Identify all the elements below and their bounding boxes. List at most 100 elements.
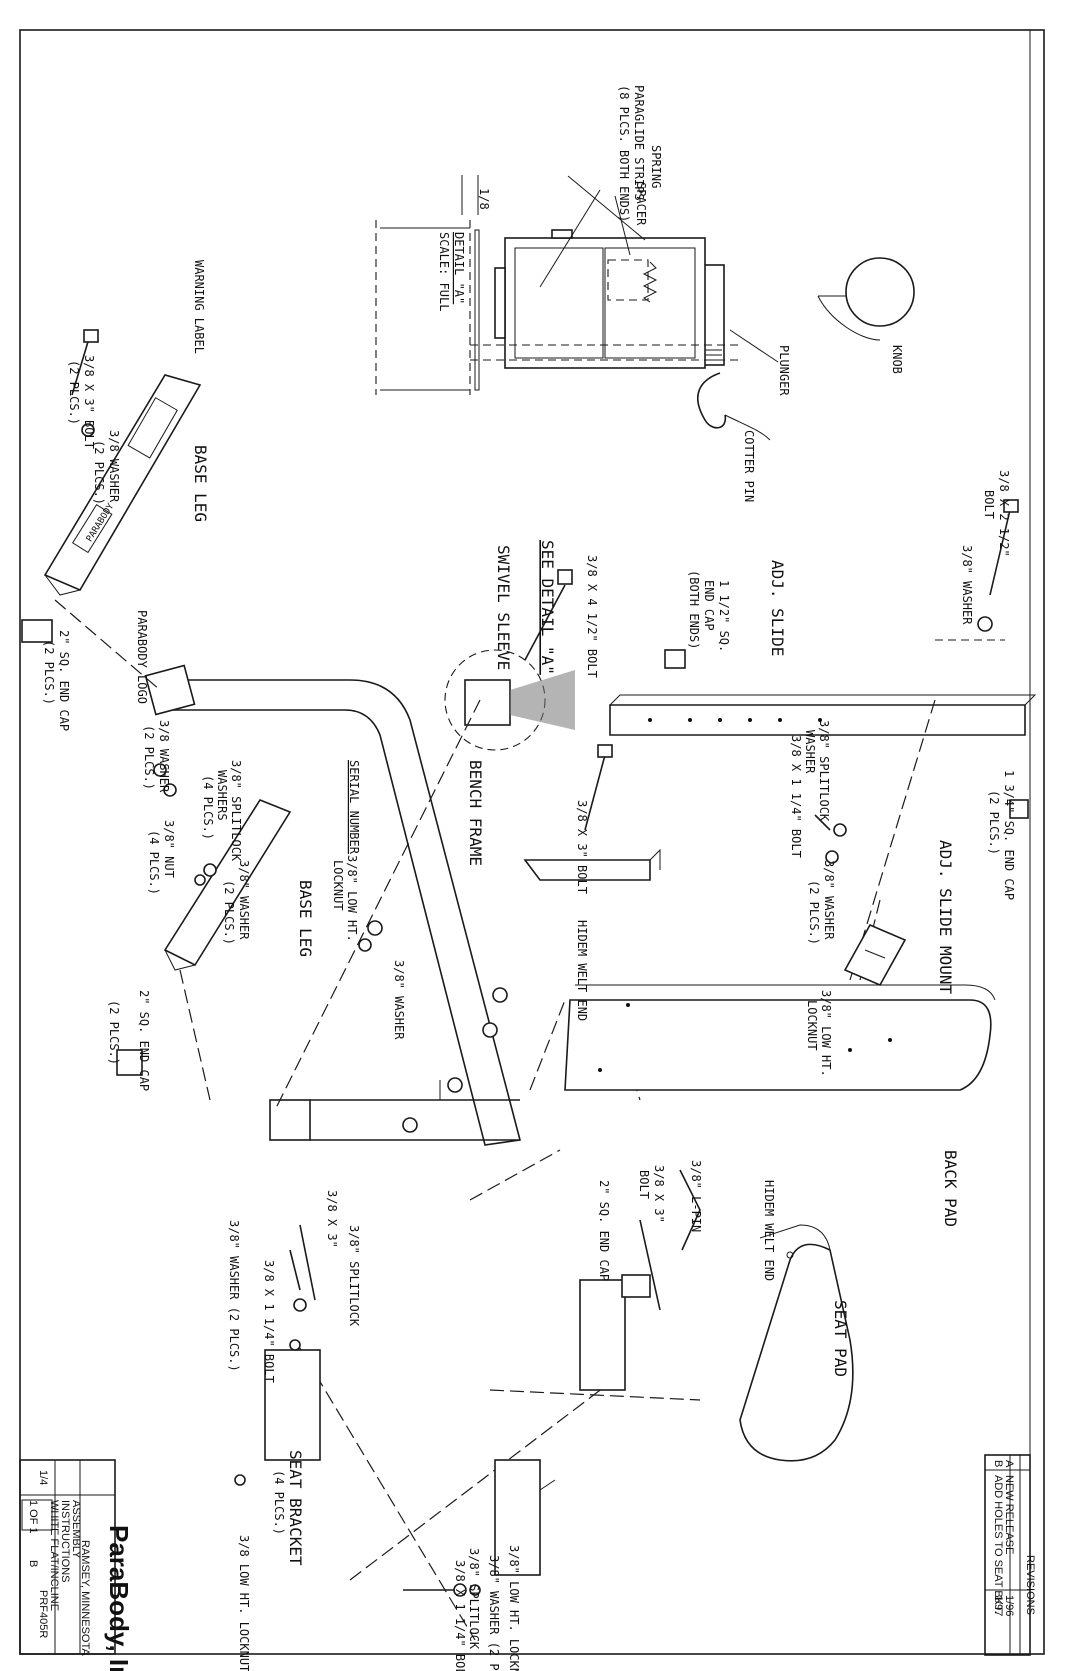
label-bolt-4-1-2: 3/8 X 4 1/2" BOLT <box>585 555 599 678</box>
label-nut: 3/8" NUT <box>162 820 176 878</box>
seat-bracket-2 <box>579 1279 626 1391</box>
label-bolt-3-plcs: (2 PLCS.) <box>67 360 81 425</box>
paraglide-shading <box>510 670 575 730</box>
label-washer-seat-2: 3/8" WASHER (2 PLCS.) <box>227 1220 241 1372</box>
label-hidem-1: HIDEM WELT END <box>575 920 589 1021</box>
label-washer-frame: 3/8 WASHER <box>157 720 171 793</box>
back-pad-body <box>564 999 992 1091</box>
label-base-leg-right: BASE LEG <box>296 880 315 957</box>
paraglide-strip-top <box>551 229 573 239</box>
label-adj-slide-mount: ADJ. SLIDE MOUNT <box>936 840 955 994</box>
adj-slide-group <box>609 499 1037 819</box>
label-detail-scale: SCALE: FULL <box>437 232 451 311</box>
spring <box>642 261 658 303</box>
label-hidem-2: HIDEM WELT END <box>762 1180 776 1281</box>
end-cap-2-left <box>21 619 53 643</box>
company-name: ParaBody, Inc. <box>104 1525 134 1671</box>
label-see-detail: SEE DETAIL "A" <box>538 540 557 675</box>
bolt-2-1-2 <box>989 499 1019 596</box>
label-washers-plcs: (4 PLCS.) <box>201 775 215 840</box>
frame-plate-top <box>144 664 196 716</box>
label-plunger: PLUNGER <box>777 345 791 396</box>
label-paraglide-note: (8 PLCS. BOTH ENDS) <box>617 85 631 222</box>
detail-a <box>375 175 915 441</box>
rev-b-date: 1/97 <box>992 1595 1004 1616</box>
label-bolt-3: 3/8 X 3" BOLT <box>82 355 96 449</box>
swivel-sleeve-group <box>444 569 575 751</box>
swivel-sleeve <box>464 679 511 726</box>
label-nut-plcs: (4 PLCS.) <box>147 830 161 895</box>
bench-frame <box>116 664 522 1146</box>
bolt-4-1-2 <box>524 584 566 661</box>
label-end-cap-2-plcs: (2 PLCS.) <box>42 640 56 705</box>
knob <box>845 257 915 327</box>
end-cap-1-3-4 <box>1009 799 1029 819</box>
label-low-ht-2: 3/8" LOW HT. <box>819 990 833 1077</box>
sheet-number: 1 OF 1 <box>27 1500 39 1534</box>
label-washer-frame-2: 3/8" WASHER <box>392 960 406 1040</box>
adj-slide-mount <box>843 923 907 987</box>
drawing-rev: B <box>27 1560 39 1567</box>
rev-a-description: NEW RELEASE <box>1003 1475 1015 1554</box>
label-detail: DETAIL "A" <box>452 232 466 304</box>
title-block: ParaBody, Inc. RAMSEY, MINNESOTA ASSEMBL… <box>19 1459 134 1671</box>
label-serial: SERIAL NUMBER <box>347 760 361 855</box>
seat-bracket-1 <box>264 1349 321 1461</box>
bolt-3-left <box>71 334 91 396</box>
label-spacer: SPACER <box>634 182 648 226</box>
label-washer-top: 3/8" WASHER <box>960 545 974 625</box>
label-seat-pad: SEAT PAD <box>831 1300 850 1377</box>
label-bolt-1-1-4: 3/8 X 1 1/4" BOLT <box>789 735 803 858</box>
label-bench-frame: BENCH FRAME <box>466 760 485 866</box>
label-bolt-3-seat: 3/8 X 3" <box>652 1165 666 1223</box>
right-margin-strip <box>1029 29 1045 1655</box>
base-leg-left: PARABODY <box>21 329 202 643</box>
label-washers: WASHERS <box>215 770 229 821</box>
l-pin <box>679 1169 701 1251</box>
label-back-pad: BACK PAD <box>941 1150 960 1227</box>
label-base-leg-top: BASE LEG <box>191 445 210 522</box>
seat-pad <box>739 1243 854 1462</box>
rev-b-code: B <box>992 1460 1004 1467</box>
label-end-cap-1-3-4: 1 3/4" SQ. END CAP <box>1002 770 1016 900</box>
hidem-bracket <box>523 848 661 881</box>
seat-assembly <box>234 1169 854 1597</box>
label-washer-left-plcs: (2 PLCS.) <box>92 440 106 505</box>
label-bolt-seat-word: BOLT <box>637 1170 651 1199</box>
washer-top <box>977 616 993 632</box>
label-end-cap-1-1-2b: END CAP <box>702 580 716 631</box>
frame-hardware <box>153 744 847 1133</box>
seat-bracket-3 <box>494 1459 541 1576</box>
label-seat-bracket: SEAT BRACKET <box>286 1450 305 1566</box>
label-washer-left: 3/8 WASHER <box>107 430 121 503</box>
label-knob: KNOB <box>890 345 904 374</box>
label-splitlock-2: 3/8" SPLITLOCK <box>817 720 831 822</box>
label-end-cap-2-bottom: 2" SQ. END CAP <box>137 990 151 1091</box>
label-end-cap-2b-plcs: (2 PLCS.) <box>107 1000 121 1065</box>
label-bolt-3-seat-2: 3/8 X 3" <box>325 1190 339 1248</box>
label-adj-slide: ADJ. SLIDE <box>768 560 787 656</box>
rev-a-code: A <box>1003 1460 1015 1468</box>
label-cotter-pin: COTTER PIN <box>742 430 756 502</box>
label-paraglide: PARAGLIDE STRIPS <box>632 85 646 201</box>
part-labels: 3/8 X 2 1/2" BOLT 3/8" WASHER ADJ. SLIDE… <box>42 260 1016 1671</box>
title-line-2: INSTRUCTIONS <box>59 1500 71 1583</box>
label-end-cap-1-3-4-plcs: (2 PLCS.) <box>987 790 1001 855</box>
label-warning: WARNING LABEL <box>192 260 206 354</box>
label-washer-nut: 3/8" WASHER <box>237 860 251 940</box>
label-washer-2: WASHER <box>803 730 817 774</box>
label-end-cap-1-1-2c: (BOTH ENDS) <box>687 570 701 649</box>
end-cap-1-1-2 <box>664 649 686 669</box>
rev-b-description: ADD HOLES TO SEAT BKT. <box>992 1475 1004 1614</box>
label-washer-seat: 3/8" WASHER (2 PLCS.) <box>487 1555 501 1671</box>
label-end-cap-1-1-2: 1 1/2" SQ. <box>717 580 731 652</box>
end-cap-2-seat <box>621 1274 651 1298</box>
label-bolt-word: BOLT <box>982 490 996 519</box>
label-washer-nut-plcs: (2 PLCS.) <box>222 880 236 945</box>
detail-a-labels: PARAGLIDE STRIPS (8 PLCS. BOTH ENDS) SPR… <box>437 85 904 502</box>
back-pad <box>564 984 996 1091</box>
spacer <box>607 259 649 301</box>
end-cap-2-right <box>116 1049 143 1076</box>
base-leg-tube <box>43 374 202 592</box>
